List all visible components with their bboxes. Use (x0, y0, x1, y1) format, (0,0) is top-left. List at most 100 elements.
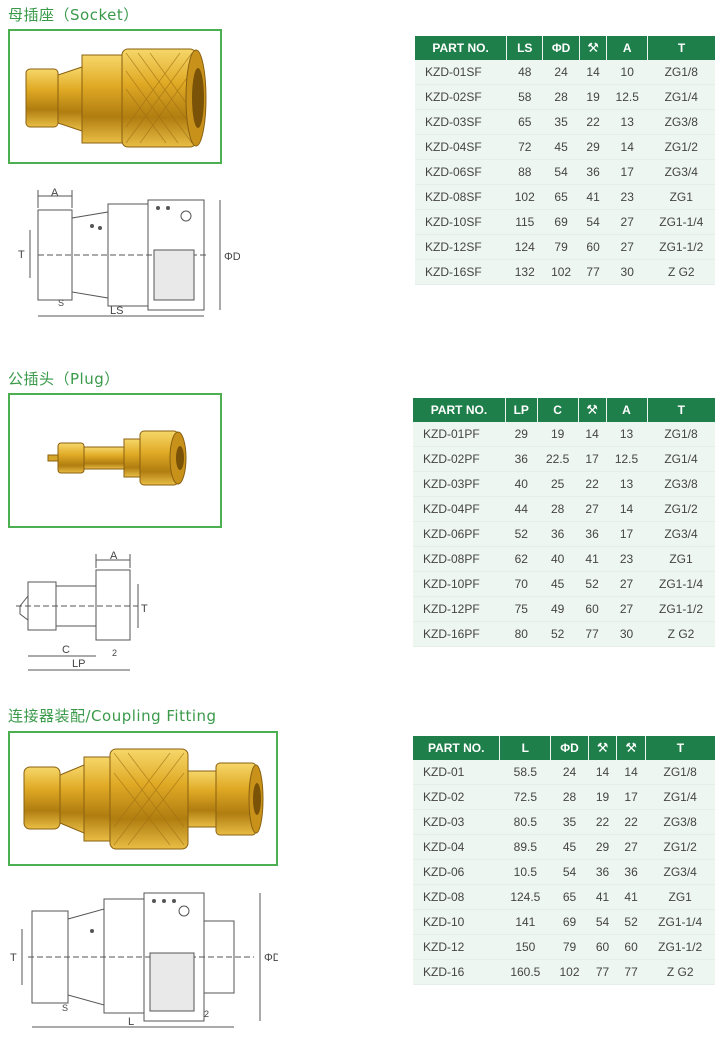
table-cell: KZD-04SF (415, 134, 507, 160)
plug-brass-icon (47, 430, 187, 486)
table-cell: 19 (579, 84, 607, 110)
table-cell: 60 (579, 234, 607, 260)
table-cell: ZG3/4 (647, 159, 715, 185)
table-cell: 62 (505, 546, 538, 572)
table-cell: ZG3/4 (647, 521, 715, 547)
table-cell: 40 (537, 546, 579, 572)
table-cell: 58.5 (499, 760, 551, 785)
table-cell: 102 (542, 259, 580, 285)
table-cell: ZG1/8 (647, 60, 715, 85)
table-cell: 41 (616, 884, 646, 910)
socket-dim-d-label: ΦD (224, 251, 240, 263)
table-cell: 27 (578, 496, 607, 522)
table-cell: 24 (550, 760, 589, 785)
wrench-icon: ⚒ (596, 740, 609, 755)
table-cell: 60 (616, 934, 646, 960)
socket-photo (8, 29, 222, 164)
header-part-no: PART NO. (413, 736, 501, 760)
table-cell: 27 (606, 234, 648, 260)
table-cell: 77 (579, 259, 607, 285)
table-cell: ZG1/8 (645, 760, 715, 785)
table-cell: 102 (506, 184, 543, 210)
table-cell: 41 (579, 184, 607, 210)
header-lp: LP (505, 398, 538, 422)
table-cell: 60 (588, 934, 617, 960)
socket-brass-icon (25, 48, 207, 148)
table-cell: 10 (606, 60, 648, 85)
table-cell: 24 (542, 60, 580, 85)
table-cell: 45 (550, 834, 589, 860)
table-cell: 23 (606, 546, 647, 572)
table-cell: 17 (606, 159, 648, 185)
table-cell: KZD-08 (413, 884, 500, 910)
table-cell: 72.5 (499, 784, 551, 810)
table-cell: 124.5 (499, 884, 551, 910)
table-cell: 60 (578, 596, 607, 622)
table-cell: KZD-02 (413, 784, 500, 810)
table-cell: 13 (606, 471, 647, 497)
table-cell: 30 (606, 621, 647, 647)
table-cell: 79 (550, 934, 589, 960)
table-cell: 124 (506, 234, 543, 260)
table-cell: 28 (542, 84, 580, 110)
table-cell: ZG3/4 (645, 859, 715, 885)
table-cell: 88 (506, 159, 543, 185)
table-cell: 28 (550, 784, 589, 810)
table-cell: 69 (550, 909, 589, 935)
table-cell: KZD-10 (413, 909, 500, 935)
table-cell: KZD-02SF (415, 84, 507, 110)
table-cell: KZD-06PF (413, 521, 506, 547)
table-cell: 35 (550, 809, 589, 835)
table-cell: KZD-08PF (413, 546, 506, 572)
plug-section-title: 公插头（Plug） (8, 370, 120, 388)
coupling-brass-icon (23, 748, 264, 850)
table-cell: ZG1 (645, 884, 715, 910)
table-cell: 115 (506, 209, 543, 235)
socket-dim-a-label: A (51, 188, 59, 199)
table-cell: 23 (606, 184, 648, 210)
table-cell: 79 (542, 234, 580, 260)
table-cell: 27 (606, 209, 648, 235)
table-cell: 14 (606, 496, 647, 522)
header-a: A (606, 398, 648, 422)
table-cell: KZD-01PF (413, 422, 506, 447)
table-cell: 22 (578, 471, 607, 497)
table-cell: KZD-06 (413, 859, 500, 885)
table-cell: ZG1 (647, 546, 715, 572)
table-cell: KZD-03PF (413, 471, 506, 497)
header-wrench-2: ⚒ (578, 398, 607, 422)
table-cell: 49 (537, 596, 579, 622)
table-cell: 19 (537, 422, 579, 447)
table-cell: 27 (606, 571, 647, 597)
table-cell: 77 (578, 621, 607, 647)
header-t: T (647, 398, 715, 422)
table-cell: KZD-04 (413, 834, 500, 860)
header-wrench-2: ⚒ (616, 736, 646, 760)
coupling-photo (8, 731, 278, 866)
table-cell: 41 (588, 884, 617, 910)
table-cell: 89.5 (499, 834, 551, 860)
table-cell: ZG1-1/4 (647, 209, 715, 235)
table-cell: 30 (606, 259, 648, 285)
table-cell: 22.5 (537, 446, 579, 472)
table-cell: 29 (579, 134, 607, 160)
header-c: C (537, 398, 579, 422)
table-cell: 65 (550, 884, 589, 910)
table-cell: KZD-04PF (413, 496, 506, 522)
wrench-2-icon: ⚒ (625, 740, 637, 755)
table-cell: ZG1-1/4 (647, 571, 715, 597)
